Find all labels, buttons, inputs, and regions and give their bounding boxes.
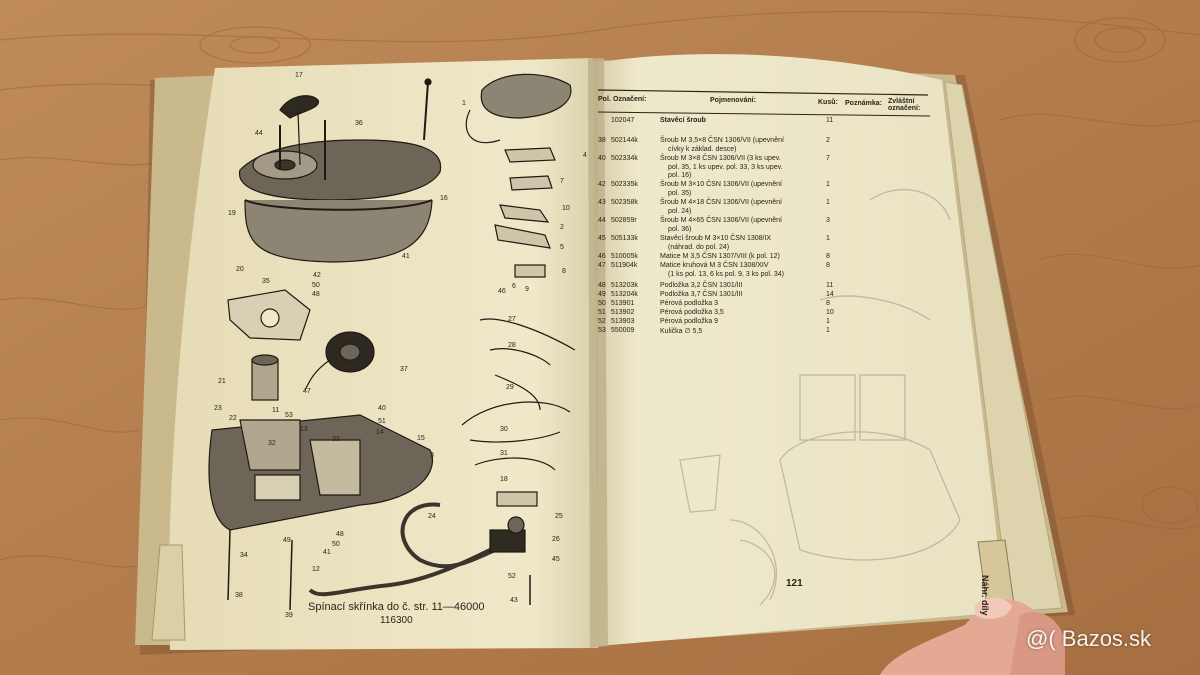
finger — [1010, 611, 1065, 675]
exploded-diagram — [208, 73, 576, 611]
right-page — [598, 54, 1005, 647]
right-page-stack — [944, 81, 1063, 613]
table-top-rule — [597, 89, 929, 96]
left-tab — [151, 544, 186, 641]
thumb-nail — [975, 597, 1012, 619]
table-header-rule — [597, 111, 931, 117]
show-through-diagram — [679, 188, 961, 606]
spine-shadow — [588, 58, 608, 648]
